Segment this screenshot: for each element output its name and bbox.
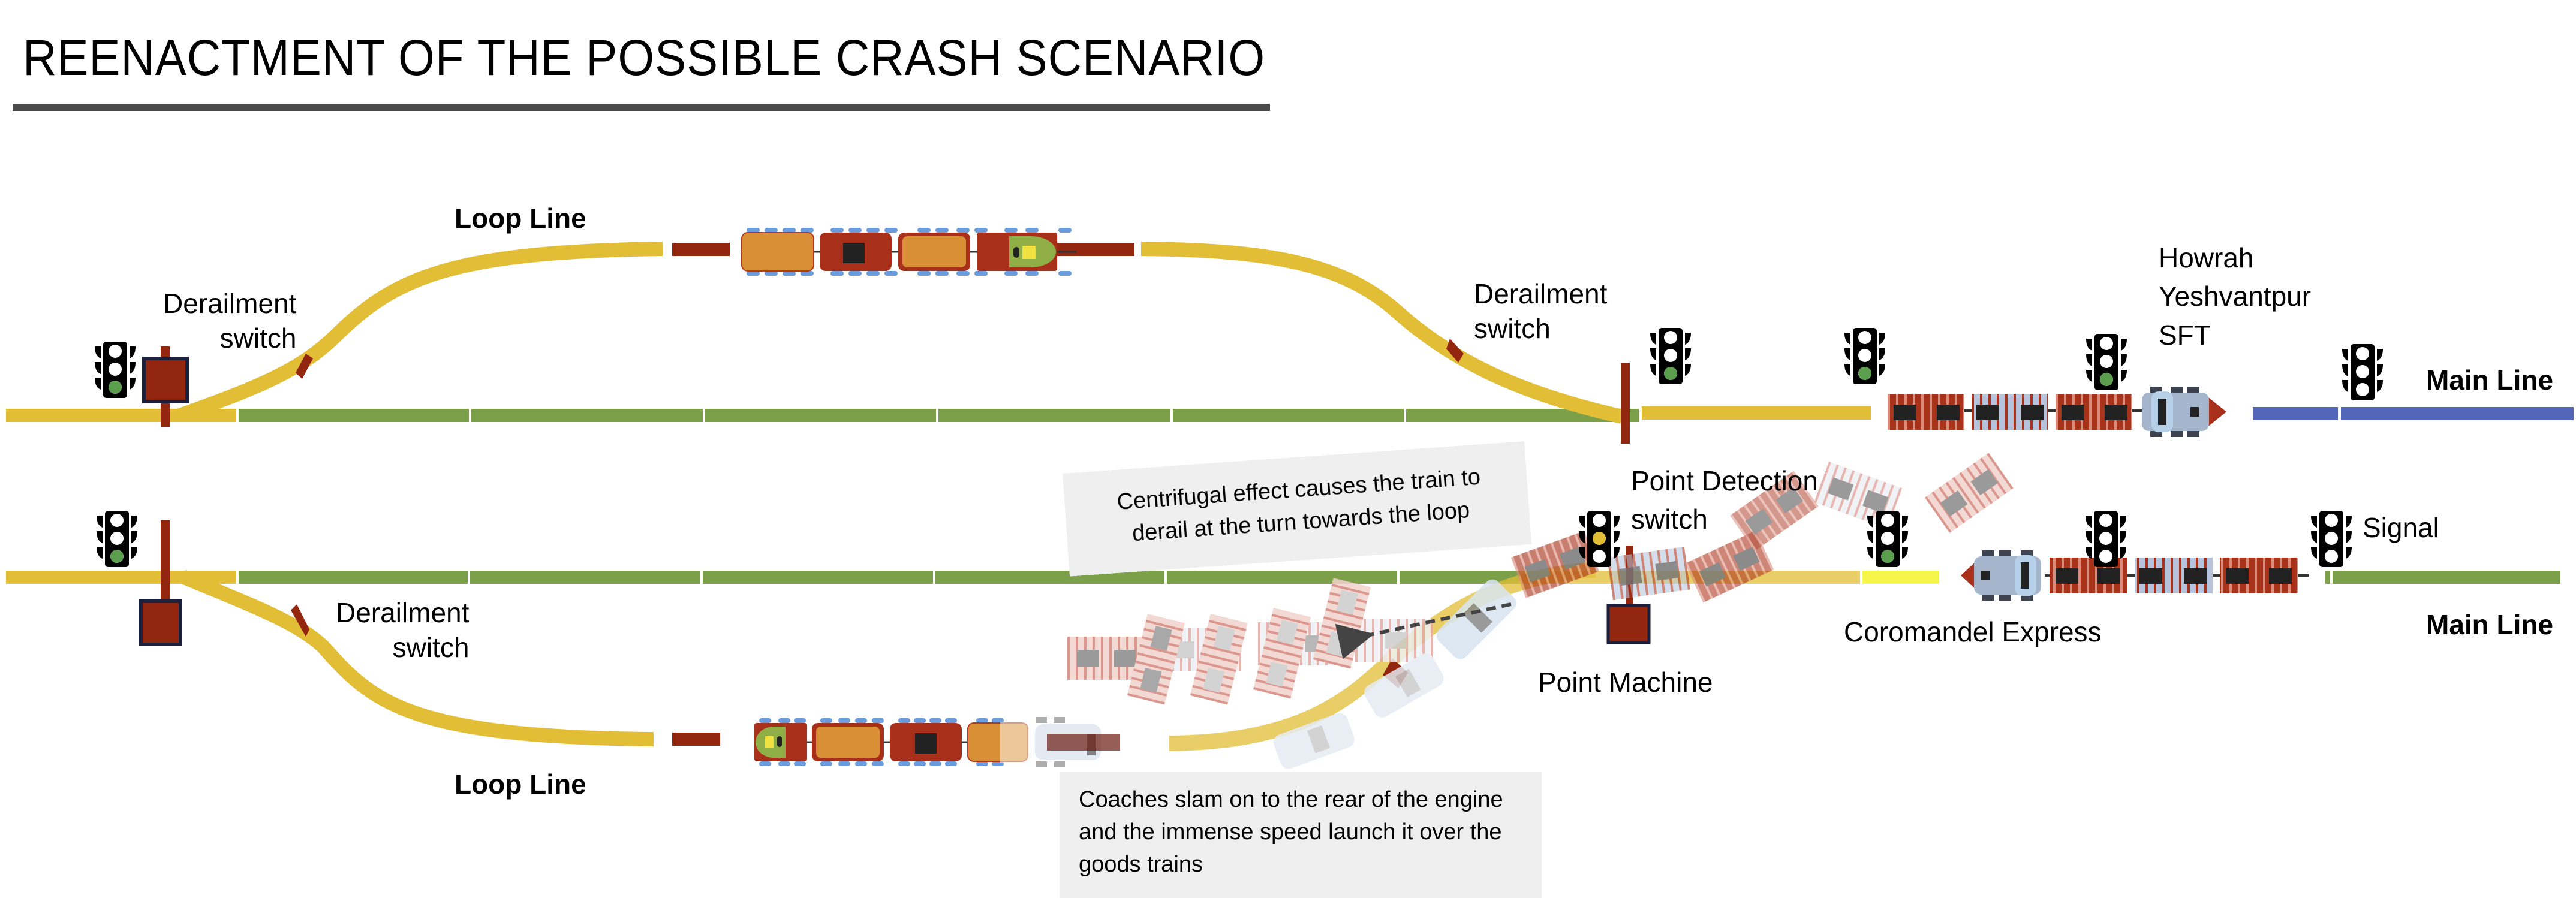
track-segment-green — [703, 571, 933, 584]
loop-line-label-top: Loop Line — [455, 203, 586, 234]
track-segment-green — [1167, 571, 1397, 584]
signal-icon — [1844, 328, 1885, 384]
derailed-engine-ghost — [1273, 713, 1355, 769]
track-segment-green — [938, 409, 1170, 422]
howrah-train-label: Howrah Yeshvantpur SFT — [2159, 239, 2311, 354]
loop-track-curve-left — [177, 242, 663, 423]
buffer-block — [672, 243, 730, 256]
label-line: switch — [1631, 504, 1708, 535]
point-machine-label: Point Machine — [1538, 667, 1713, 698]
label-line: Derailment — [163, 288, 297, 319]
main-line-label-bottom: Main Line — [2426, 609, 2554, 640]
upper-loop-line — [177, 242, 1624, 424]
derailed-coach — [1685, 531, 1774, 603]
signal-icon — [2311, 511, 2352, 567]
signal-icon — [1867, 511, 1908, 567]
coromandel-express-label: Coromandel Express — [1844, 616, 2102, 647]
point-machine-upper-left — [142, 346, 189, 427]
signal-icon — [97, 511, 137, 567]
engine — [2142, 387, 2226, 437]
signal-icon — [2342, 344, 2383, 400]
label-line: switch — [1474, 312, 1551, 344]
upper-main-line — [6, 406, 2574, 422]
derailment-switch-label: Derailment switch — [1474, 277, 1607, 346]
dashed-arrow — [1335, 602, 1512, 659]
derailed-engine-ghost — [1436, 579, 1516, 659]
track-segment-green — [2333, 571, 2560, 584]
track-segment-yellow — [6, 409, 236, 422]
signal-icon — [2086, 334, 2127, 390]
track-segment-green — [239, 571, 468, 584]
track-segment-green — [470, 571, 700, 584]
label-line: Yeshvantpur — [2159, 281, 2312, 312]
label-line: Howrah — [2159, 242, 2254, 273]
track-segment-bright-yellow — [1862, 571, 1939, 584]
label-line: switch — [392, 631, 470, 663]
main-line-label-top: Main Line — [2426, 364, 2554, 396]
buffer-block — [672, 733, 720, 746]
lower-main-line — [6, 571, 2560, 584]
goods-train-bottom — [754, 717, 1120, 767]
point-detection-switch-label: Point Detection switch — [1631, 462, 1818, 539]
point-rod-upper-right — [1621, 363, 1630, 444]
derailment-switch-label: Derailment switch — [163, 287, 296, 355]
derailed-coach — [1253, 608, 1311, 699]
signal-label: Signal — [2363, 512, 2439, 543]
page-title: REENACTMENT OF THE POSSIBLE CRASH SCENAR… — [23, 29, 1266, 86]
coaches-slam-note: Coaches slam on to the rear of the engin… — [1060, 772, 1542, 898]
label-line: switch — [219, 322, 297, 354]
derailed-coach — [1925, 453, 2014, 533]
loop-track-curve-left — [180, 569, 654, 746]
derailed-coach — [1607, 546, 1690, 601]
derailment-switch-marker — [1446, 339, 1464, 363]
derailment-switch-label: Derailment switch — [336, 596, 469, 665]
track-segment-green — [1173, 409, 1404, 422]
track-segment-green — [239, 409, 469, 422]
signal-icon — [1579, 511, 1620, 567]
track-segment-blue — [2341, 407, 2574, 420]
wagon — [741, 232, 814, 272]
derailed-coach — [1730, 471, 1819, 551]
derailed-coach — [1511, 531, 1599, 598]
derailment-switch-marker — [296, 354, 313, 379]
track-segment-green — [471, 409, 703, 422]
label-line: SFT — [2159, 319, 2211, 351]
derailed-engine-ghost — [1364, 653, 1444, 718]
track-segment-green — [935, 571, 1164, 584]
loop-line-label-bottom: Loop Line — [455, 769, 586, 800]
label-line: Point Detection — [1631, 465, 1818, 496]
track-segment-yellow — [1519, 571, 1860, 584]
label-line: Derailment — [1474, 278, 1608, 309]
coromandel-express-train — [1961, 550, 2309, 601]
track-segment-yellow — [1642, 406, 1871, 420]
track-segment-blue — [2253, 407, 2338, 420]
derailed-coach — [1127, 614, 1185, 705]
track-segment-yellow — [6, 571, 236, 584]
title-underline — [13, 104, 1270, 111]
signal-icon — [1650, 328, 1691, 384]
track-segment-green — [2325, 571, 2330, 584]
signal-icon — [95, 342, 136, 398]
derailed-coach — [1190, 614, 1248, 705]
engine — [1961, 550, 2041, 601]
label-line: Derailment — [336, 597, 470, 628]
goods-train-top — [741, 228, 1076, 276]
howrah-yeshvantpur-train — [1888, 387, 2226, 437]
derailment-switch-marker — [291, 604, 309, 637]
point-machine-lower-left — [139, 520, 182, 646]
loop-track-curve-right — [1140, 242, 1624, 424]
track-segment-green — [705, 409, 936, 422]
derailed-coach — [1067, 637, 1145, 680]
